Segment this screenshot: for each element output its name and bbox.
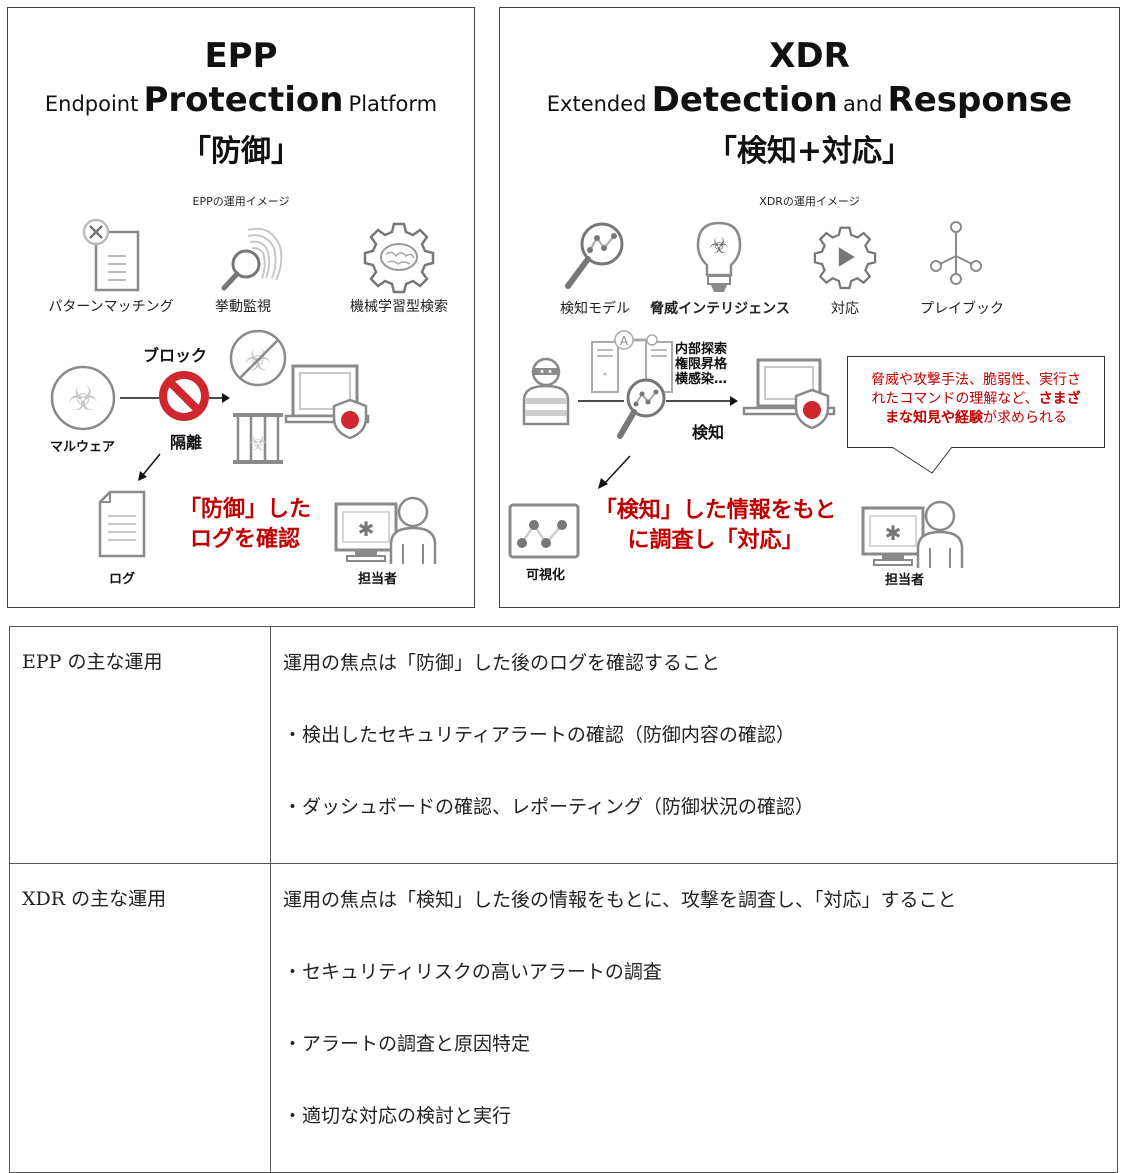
row-content-xdr: 運用の焦点は「検知」した後の情報をもとに、攻撃を調査し、「対応」すること ・セキ… bbox=[270, 863, 1118, 1173]
protected-laptop-icon-xdr bbox=[742, 358, 836, 430]
feature-label-detection-model: 検知モデル bbox=[560, 301, 630, 317]
xdr-message-line2: に調査し「対応」 bbox=[627, 528, 804, 553]
xdr-subtitle: Extended Detection and Response bbox=[500, 80, 1119, 120]
row-label-epp: EPP の主な運用 bbox=[9, 626, 271, 864]
svg-text:☣: ☣ bbox=[68, 379, 98, 419]
xdr-subtitle-pre: Extended bbox=[546, 92, 647, 116]
bubble-tail bbox=[891, 446, 953, 474]
log-label: ログ bbox=[109, 572, 136, 587]
epp-subtitle-main: Protection bbox=[143, 80, 344, 120]
attack-step-lateral-infection: 横感染… bbox=[675, 372, 728, 387]
playbook-tree-icon bbox=[930, 221, 982, 285]
operations-table: EPP の主な運用 運用の焦点は「防御」した後のログを確認すること ・検出したセ… bbox=[9, 626, 1118, 1173]
quarantine-label: 隔離 bbox=[170, 433, 203, 452]
feature-label-threat-intel: 脅威インテリジェンス bbox=[650, 301, 790, 317]
brain-gear-icon bbox=[363, 222, 435, 294]
feature-label-pattern-matching: パターンマッチング bbox=[48, 299, 174, 315]
attack-step-lateral-search: 内部探索 bbox=[675, 342, 728, 357]
svg-text:☣: ☣ bbox=[248, 431, 268, 456]
xdr-ops-line: 運用の焦点は「検知」した後の情報をもとに、攻撃を調査し、「対応」すること bbox=[283, 889, 957, 911]
epp-ops-line: ・検出したセキュリティアラートの確認（防御内容の確認） bbox=[283, 724, 795, 746]
server-detection-icon: A bbox=[578, 330, 738, 439]
attack-steps: 内部探索 権限昇格 横感染… bbox=[675, 342, 727, 387]
xdr-subtitle-main2: Response bbox=[887, 80, 1073, 120]
xdr-message-line1: 「検知」した情報をもと bbox=[594, 498, 837, 523]
epp-subtitle-pre: Endpoint bbox=[44, 92, 139, 116]
epp-ops-line: ・ダッシュボードの確認、レポーティング（防御状況の確認） bbox=[283, 796, 814, 818]
bubble-line2-normal: れたコマンドの理解など、 bbox=[871, 391, 1039, 407]
malware-biohazard-icon: ☣ bbox=[50, 365, 116, 431]
magnifier-chart-icon bbox=[565, 222, 624, 289]
feature-label-behavior-monitoring: 挙動監視 bbox=[215, 299, 271, 315]
xdr-title-jp: 「検知+対応」 bbox=[706, 134, 913, 169]
row-label-xdr: XDR の主な運用 bbox=[9, 863, 271, 1173]
epp-panel: EPP Endpoint Protection Platform 「防御」 EP… bbox=[7, 7, 475, 608]
arrow-down-left bbox=[138, 453, 161, 481]
epp-ops-line: 運用の焦点は「防御」した後のログを確認すること bbox=[283, 652, 721, 674]
arrow-down-left-xdr bbox=[598, 455, 631, 489]
attack-step-privilege-escalation: 権限昇格 bbox=[675, 357, 728, 372]
epp-operator-label: 担当者 bbox=[358, 572, 398, 587]
bubble-line1: 脅威や攻撃手法、脆弱性、実行さ bbox=[871, 372, 1081, 388]
xdr-message: 「検知」した情報をもと に調査し「対応」 bbox=[578, 496, 853, 556]
log-document-icon bbox=[98, 490, 146, 558]
epp-message: 「防御」した ログを確認 bbox=[170, 495, 320, 555]
bubble-line2-bold: さまざ bbox=[1038, 391, 1081, 407]
bubble-line3-normal: が求められる bbox=[983, 410, 1067, 426]
play-gear-icon bbox=[813, 226, 877, 290]
xdr-operator-label: 担当者 bbox=[885, 573, 925, 588]
svg-text:✱: ✱ bbox=[358, 517, 375, 541]
epp-caption: EPPの運用イメージ bbox=[192, 195, 290, 208]
epp-subtitle-post: Platform bbox=[348, 92, 438, 116]
svg-text:A: A bbox=[620, 334, 629, 348]
xdr-ops-line: ・セキュリティリスクの高いアラートの調査 bbox=[283, 961, 662, 983]
table-row: EPP の主な運用 運用の焦点は「防御」した後のログを確認すること ・検出したセ… bbox=[9, 626, 1118, 864]
svg-text:✱: ✱ bbox=[885, 521, 902, 545]
prohibit-icon bbox=[159, 371, 209, 421]
block-label: ブロック bbox=[143, 346, 208, 365]
xdr-ops-line: ・アラートの調査と原因特定 bbox=[283, 1033, 531, 1055]
bubble-line3-bold: まな知見や経験 bbox=[885, 410, 983, 426]
detect-label: 検知 bbox=[692, 423, 725, 442]
epp-title-jp: 「防御」 bbox=[181, 134, 301, 169]
epp-title: EPP bbox=[204, 36, 278, 76]
xdr-title: XDR bbox=[769, 36, 850, 76]
xdr-caption: XDRの運用イメージ bbox=[759, 195, 860, 208]
svg-text:☣: ☣ bbox=[709, 234, 729, 259]
xdr-panel: XDR Extended Detection and Response 「検知+… bbox=[499, 7, 1120, 608]
knowledge-speech-bubble: 脅威や攻撃手法、脆弱性、実行さ れたコマンドの理解など、さまざ まな知見や経験が… bbox=[847, 356, 1105, 448]
feature-label-response: 対応 bbox=[831, 301, 859, 317]
fingerprint-magnifier-icon bbox=[221, 227, 283, 291]
table-row: XDR の主な運用 運用の焦点は「検知」した後の情報をもとに、攻撃を調査し、「対… bbox=[9, 863, 1118, 1173]
feature-label-playbook: プレイブック bbox=[920, 301, 1004, 317]
epp-message-line2: ログを確認 bbox=[189, 527, 300, 552]
biohazard-bulb-icon: ☣ bbox=[696, 221, 742, 292]
operator-icon: ✱ bbox=[334, 496, 437, 564]
epp-subtitle: Endpoint Protection Platform bbox=[8, 80, 474, 120]
attacker-icon bbox=[522, 357, 570, 426]
row-content-epp: 運用の焦点は「防御」した後のログを確認すること ・検出したセキュリティアラートの… bbox=[270, 626, 1118, 864]
malware-label: マルウェア bbox=[50, 440, 116, 455]
epp-message-line1: 「防御」した bbox=[178, 497, 311, 522]
xdr-ops-line: ・適切な対応の検討と実行 bbox=[283, 1105, 512, 1127]
protected-laptop-icon: ☣ ☣ bbox=[229, 329, 370, 464]
visualize-chart-icon bbox=[508, 503, 580, 559]
xdr-operator-icon: ✱ bbox=[861, 500, 964, 568]
feature-label-ml-search: 機械学習型検索 bbox=[350, 299, 448, 315]
document-x-icon bbox=[82, 218, 140, 292]
xdr-subtitle-mid: and bbox=[842, 92, 883, 116]
xdr-subtitle-main1: Detection bbox=[651, 80, 838, 120]
visualize-label: 可視化 bbox=[526, 568, 566, 583]
